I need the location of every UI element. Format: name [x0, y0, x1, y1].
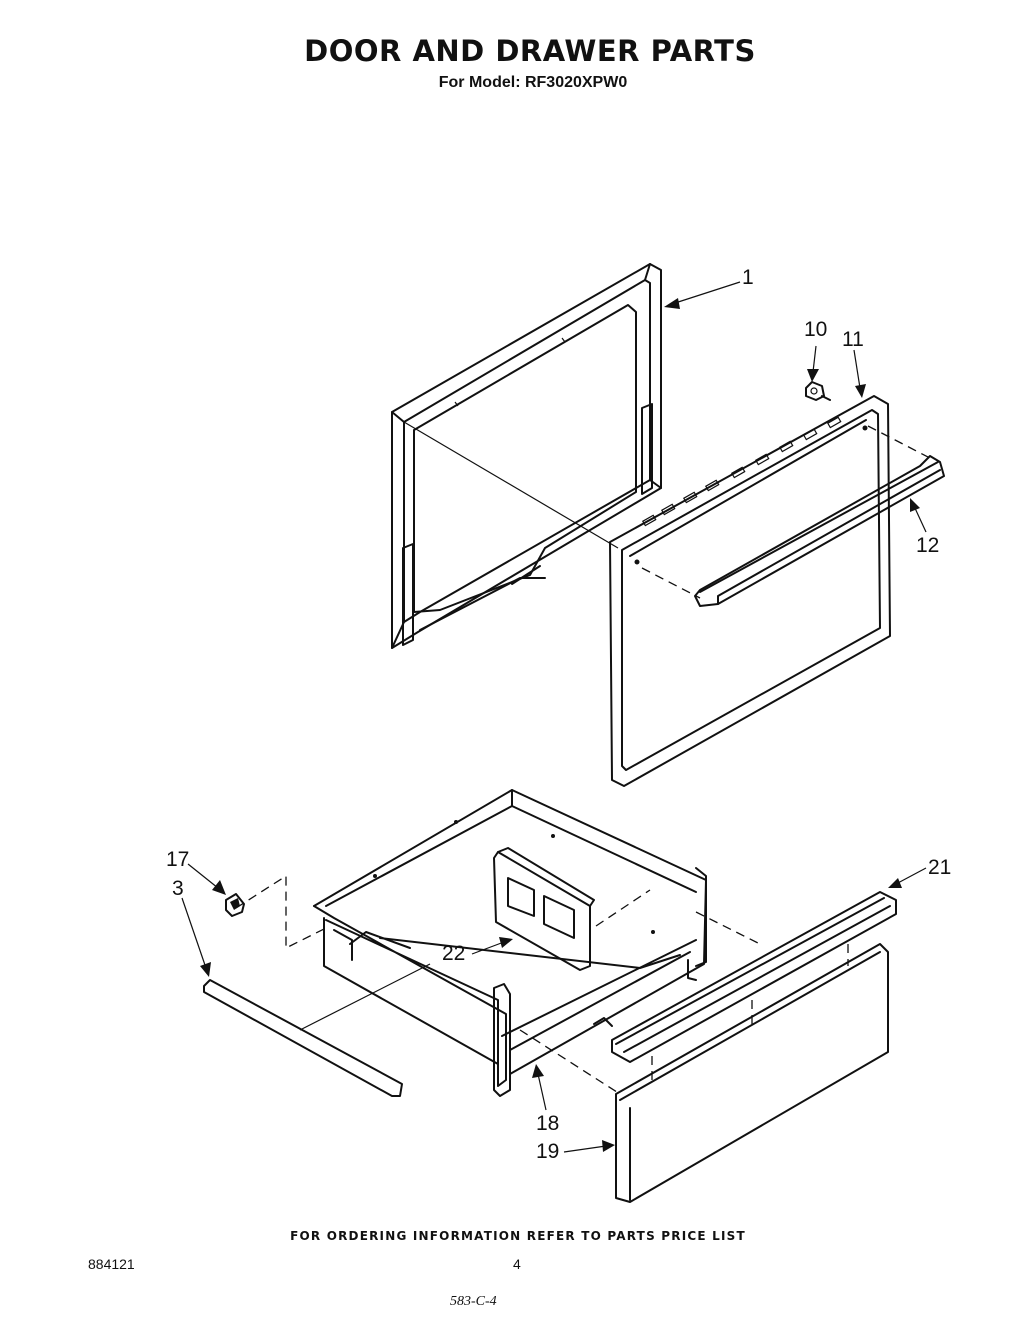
- callout-12: 12: [916, 534, 939, 557]
- door-panel-slots: [641, 416, 842, 527]
- callout-19: 19: [536, 1140, 559, 1163]
- callout-22: 22: [442, 942, 465, 965]
- page-title: DOOR AND DRAWER PARTS: [304, 34, 756, 68]
- callout-21: 21: [928, 856, 951, 879]
- drawer-front-panel: [615, 943, 889, 1203]
- drawer-glide: [493, 983, 511, 1097]
- drawer-rail: [203, 979, 403, 1097]
- door-handle: [694, 455, 945, 607]
- door-inner-frame: [391, 263, 662, 649]
- page-number: 4: [513, 1256, 521, 1272]
- leader-arrows: [181, 281, 927, 1153]
- callout-11: 11: [842, 328, 864, 351]
- document-number: 884121: [88, 1256, 135, 1272]
- callout-10: 10: [804, 318, 827, 341]
- assembly-lines: [235, 421, 931, 1095]
- drawer-front-trim: [611, 891, 897, 1063]
- drawer-body: [313, 789, 707, 1087]
- callout-1: 1: [742, 266, 754, 289]
- door-outer-panel: [609, 395, 891, 787]
- callout-18: 18: [536, 1112, 559, 1135]
- drawer-divider-bracket: [493, 847, 595, 971]
- handwritten-stamp: 583-C-4: [450, 1294, 497, 1309]
- callout-17: 17: [166, 848, 189, 871]
- callout-3: 3: [172, 877, 184, 900]
- ordering-note: FOR ORDERING INFORMATION REFER TO PARTS …: [290, 1229, 746, 1243]
- handle-screw: [805, 381, 831, 401]
- model-subtitle: For Model: RF3020XPW0: [438, 74, 628, 91]
